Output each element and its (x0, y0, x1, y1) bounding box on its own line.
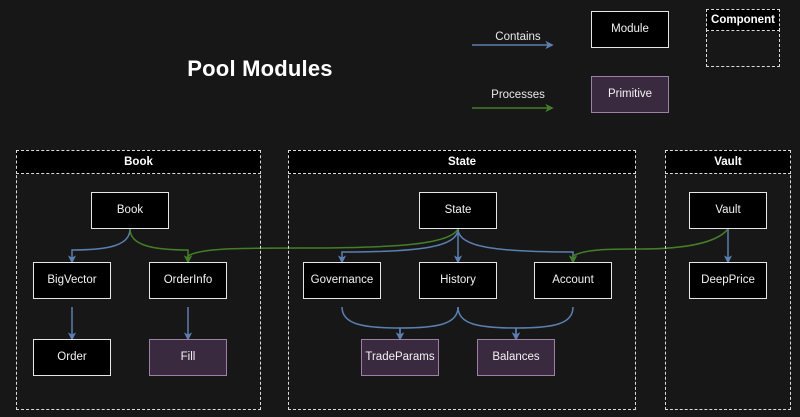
legend-primitive-sample: Primitive (591, 76, 669, 113)
node-account[interactable]: Account (534, 262, 612, 299)
component-vault-header: Vault (665, 150, 791, 174)
legend-contains-label: Contains (495, 31, 541, 43)
node-fill[interactable]: Fill (149, 339, 227, 376)
node-book[interactable]: Book (91, 192, 169, 229)
node-history[interactable]: History (419, 262, 497, 299)
diagram-title: Pool Modules (187, 56, 333, 81)
legend-module-sample: Module (591, 11, 669, 48)
node-order[interactable]: Order (33, 339, 111, 376)
legend-component-sample-label: Component (706, 9, 780, 31)
node-bigvector[interactable]: BigVector (33, 262, 111, 299)
node-governance[interactable]: Governance (303, 262, 381, 299)
node-vault[interactable]: Vault (689, 192, 767, 229)
node-deepprice[interactable]: DeepPrice (689, 262, 767, 299)
node-tradeparams[interactable]: TradeParams (361, 339, 439, 376)
component-state-header: State (288, 150, 636, 174)
node-orderinfo[interactable]: OrderInfo (149, 262, 227, 299)
component-book-header: Book (16, 150, 261, 174)
node-balances[interactable]: Balances (477, 339, 555, 376)
legend-processes-label: Processes (491, 89, 545, 101)
node-state[interactable]: State (419, 192, 497, 229)
